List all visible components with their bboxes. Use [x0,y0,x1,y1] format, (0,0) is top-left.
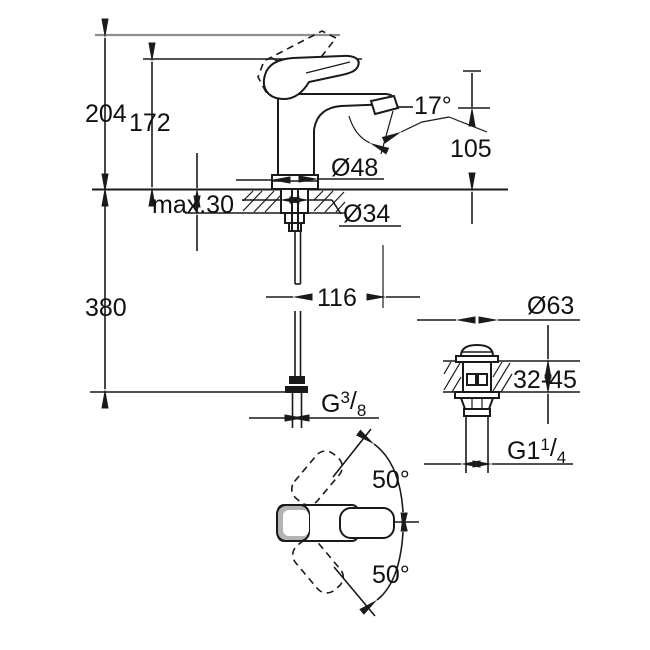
shank-step-1 [284,212,305,224]
drain-lock-nut [459,397,495,410]
supply-thread-slash: / [350,387,357,415]
drain-window-left [466,373,477,386]
shank-step-2 [288,222,302,232]
lever-handle-outline [263,54,360,101]
dim-text-drain-thread: G11/4 [507,434,566,467]
drain-cap-dome [459,343,495,357]
shank-body [280,188,309,214]
main-side-view: 204 172 max.30 380 Ø48 Ø34 105 17° 116 G… [85,18,508,428]
hose-fitting-nut [289,376,305,384]
handle-top-cap-face [283,510,309,536]
swing-arc-up [356,429,408,532]
lever-handle-crease [305,61,351,74]
dim-text-max-deck-thickness: max.30 [152,191,234,219]
dim-text-swing-up: 50° [372,466,410,494]
mounting-shank-assembly [280,188,309,428]
supply-thread-base: G [321,390,340,418]
handle-swung-up-dashed [290,450,344,506]
spout-angle-leader-tail [448,116,488,133]
main-dimensions [101,18,490,422]
dim-text-height-to-handle: 172 [129,109,171,137]
dim-text-spout-angle: 17° [414,92,452,120]
handle-top-view: 50° 50° [276,428,419,617]
dim-text-shank-diameter: Ø34 [343,200,390,228]
dim-text-hose-length: 380 [85,294,127,322]
drain-counter-hatching [443,361,513,393]
dim-text-drain-flange-diameter: Ø63 [527,292,574,320]
aerator-outline [369,94,400,116]
dim-text-supply-thread: G3/8 [321,387,366,420]
hose-fitting-collar [285,386,308,393]
dim-text-base-diameter: Ø48 [331,154,378,182]
drain-thread-sup: 1 [540,435,549,454]
swing-line-down [333,566,376,617]
dim-text-spout-height: 105 [450,135,492,163]
drain-thread-collar [463,408,491,417]
dim-text-drain-deck-thickness: 32-45 [513,366,577,394]
counter-hatching [242,190,346,213]
drain-waste-view: Ø63 32-45 G11/4 [417,292,580,473]
handle-top-lever-end [339,507,395,539]
supply-thread-sub: 8 [357,401,366,420]
drain-thread-sub: 4 [557,448,566,467]
dim-leader-o34 [331,199,342,215]
drain-thread-base: G1 [507,437,540,465]
faucet-base [271,174,319,190]
dim-text-spout-reach: 116 [317,284,357,312]
swing-line-up [332,428,372,478]
handle-swung-down-dashed [291,538,345,594]
supply-thread-sup: 3 [340,388,349,407]
spout-angle-leader-arrow [381,116,450,144]
drain-thread-slash: / [550,434,557,462]
spout-angle-line [380,110,394,155]
spout-angle-arc [348,115,390,155]
swing-arc-down [359,512,408,615]
drain-window-right [477,373,488,386]
dim-text-overall-height: 204 [85,100,127,128]
dim-text-swing-down: 50° [372,561,410,589]
